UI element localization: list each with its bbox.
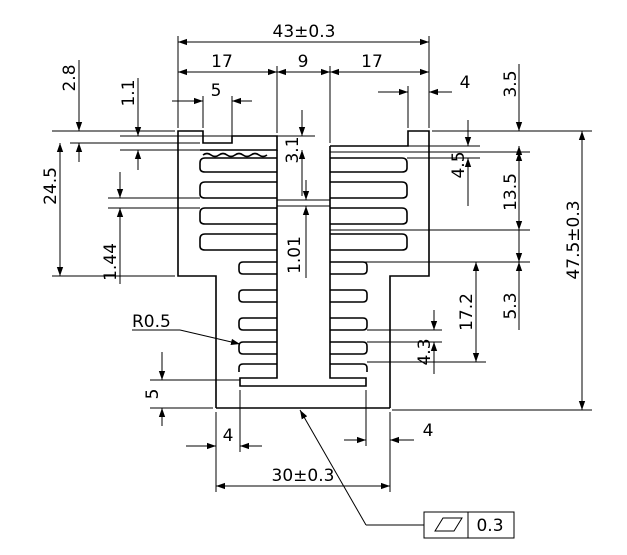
dim-base-thickness: 5 [143,352,240,426]
dim-center-gap-depth-label: 3.1 [283,136,303,163]
dim-notch-width-label: 5 [211,81,222,101]
dim-lower-gap-label: 5.3 [501,292,521,319]
left-wide-fins [199,157,277,251]
dim-right-step-height-label: 3.5 [501,70,521,97]
dim-overall-width: 43±0.3 [177,22,430,128]
dim-notch-width: 5 [172,81,252,140]
dim-overall-height: 47.5±0.3 [392,130,592,411]
dim-base-width-label: 30±0.3 [272,466,335,486]
dim-right-section-label: 17 [361,52,383,72]
flatness-callout: 0.3 [299,409,515,539]
dim-notch-depth: 1.1 [119,78,232,170]
dim-left-wide-height-label: 24.5 [41,167,61,205]
dim-base-left-wall-label: 4 [223,426,234,446]
dim-lower-fin-height-label: 17.2 [457,293,477,331]
fillet-radius-label: R0.5 [132,312,171,332]
dim-base-thickness-label: 5 [143,389,163,400]
dim-overall-height-label: 47.5±0.3 [564,200,584,279]
dim-left-section-label: 17 [211,52,233,72]
fillet-radius-leader: R0.5 [132,312,241,346]
dim-fin-pitch: 4.3 [367,310,442,374]
dim-right-top-fin-gap-label: 4.5 [449,151,469,178]
dim-center-gap-label: 9 [298,52,309,72]
heatsink-profile [177,130,430,409]
dim-center-gap: 9 [277,52,331,143]
flatness-tolerance-label: 0.3 [476,516,503,536]
dim-base-width: 30±0.3 [216,466,390,490]
dim-fin-pitch-label: 4.3 [415,338,435,365]
profile-left-top [177,130,278,408]
dim-center-gap-depth: 3.1 [277,110,315,196]
dim-right-top-fin-gap: 4.5 [407,120,480,206]
dim-base-right-wall-label: 4 [423,421,434,441]
profile-center-channel [239,146,367,387]
dim-lower-gap: 5.3 [330,230,530,330]
dim-lower-fin-height: 17.2 [367,262,486,363]
dim-right-step-width: 4 [378,73,470,128]
dim-right-step-width-label: 4 [460,73,471,93]
dim-right-step-height: 3.5 [432,64,530,155]
dim-right-wide-height: 13.5 [330,151,530,231]
dim-notch-depth-label: 1.1 [119,79,139,106]
dim-fin-root: 1.01 [277,180,330,278]
dim-notch-offset-label: 2.8 [60,64,80,91]
dim-right-section: 17 [330,52,429,76]
right-wide-fins [330,157,408,251]
dim-fin-root-label: 1.01 [285,236,305,274]
dim-base-right-wall: 4 [344,390,433,492]
dim-notch-offset: 2.8 [52,60,200,162]
dim-fin-thickness-left: 1.44 [101,172,200,284]
flatness-icon [434,517,463,532]
dim-fin-thickness-left-label: 1.44 [101,243,121,281]
right-narrow-fins [330,261,368,372]
dim-right-wide-height-label: 13.5 [501,173,521,211]
dim-base-left-wall: 4 [186,390,262,492]
dim-overall-width-label: 43±0.3 [273,22,336,42]
dim-left-wide-height: 24.5 [41,143,175,277]
fin-root-wave [202,152,268,158]
left-narrow-fins [238,261,277,372]
dim-left-section: 17 [178,52,278,133]
